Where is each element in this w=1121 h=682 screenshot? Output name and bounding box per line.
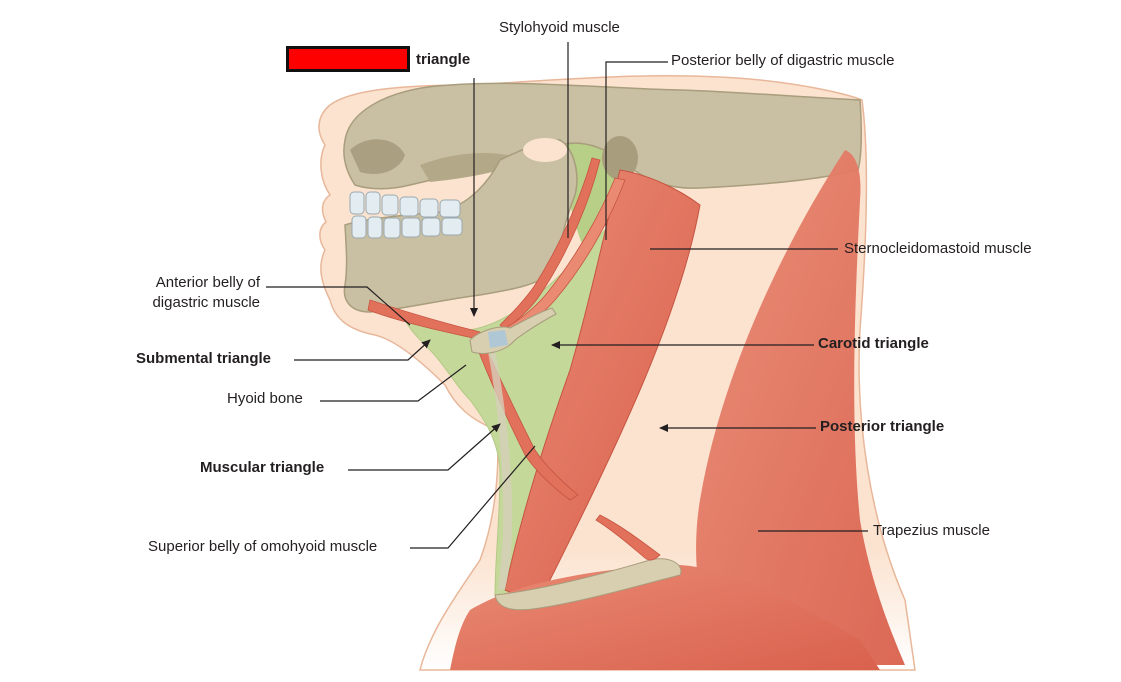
label-muscular-triangle: Muscular triangle <box>200 459 325 476</box>
hyoid-highlight <box>488 330 508 348</box>
cheekbone <box>420 153 525 182</box>
label-superior-omohyoid: Superior belly of omohyoid muscle <box>148 538 378 555</box>
inferior-omohyoid-muscle <box>595 514 661 561</box>
trapezius-muscle <box>696 150 905 665</box>
leader-posterior-digastric <box>605 61 668 240</box>
label-trapezius: Trapezius muscle <box>873 522 990 539</box>
label-anterior-digastric-line2: digastric muscle <box>152 294 260 311</box>
label-posterior-digastric: Posterior belly of digastric muscle <box>671 52 895 69</box>
label-carotid-triangle: Carotid triangle <box>818 335 929 352</box>
leader-omohyoid <box>410 445 536 549</box>
clavicle <box>494 558 682 611</box>
label-redacted-triangle-suffix: triangle <box>416 51 471 68</box>
leader-submental <box>294 339 431 361</box>
label-anterior-digastric-line1: Anterior belly of <box>155 274 260 291</box>
redacted-label-box <box>286 46 410 72</box>
label-posterior-triangle: Posterior triangle <box>820 418 945 435</box>
label-sternocleidomastoid: Sternocleidomastoid muscle <box>844 240 1032 257</box>
mastoid-process <box>602 136 638 180</box>
teeth <box>349 191 463 239</box>
label-submental-triangle: Submental triangle <box>136 350 272 367</box>
label-hyoid-bone: Hyoid bone <box>227 390 303 407</box>
infrahyoid-strap <box>488 350 513 590</box>
leader-muscular <box>348 423 501 471</box>
label-stylohyoid: Stylohyoid muscle <box>499 19 620 36</box>
leader-hyoid <box>320 364 467 402</box>
tmj-notch <box>523 138 567 162</box>
leader-anterior-digastric <box>266 286 411 326</box>
orbit <box>350 139 405 175</box>
